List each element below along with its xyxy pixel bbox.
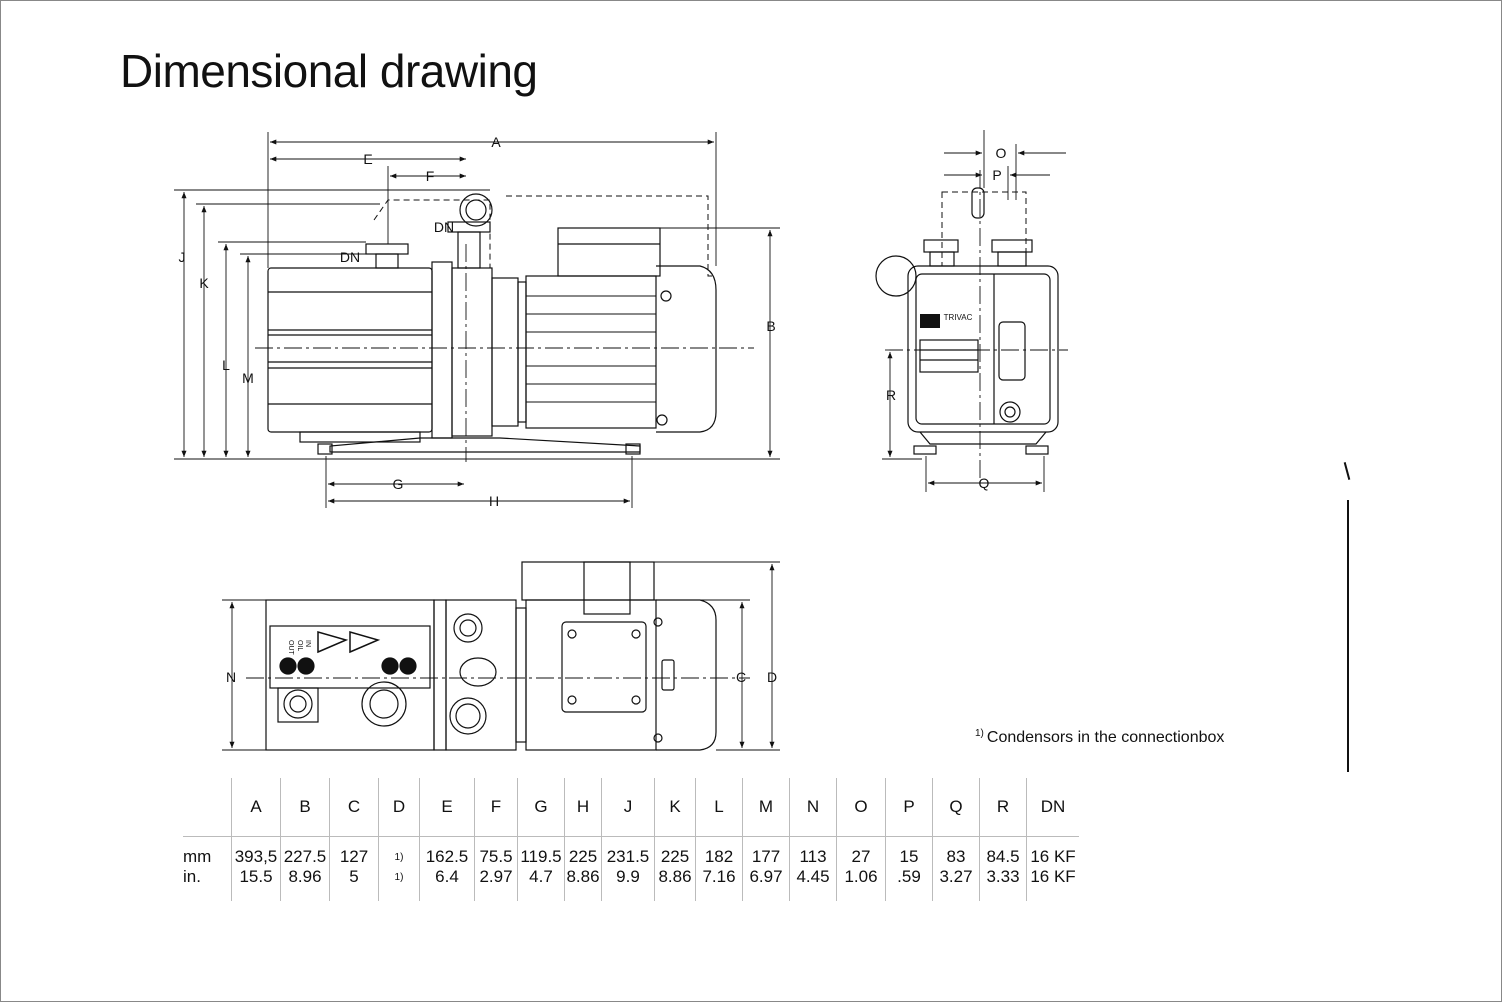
table-cell: 6.4 [419,867,475,901]
brand-label: TRIVAC [944,313,973,322]
table-cell: 1.06 [836,867,886,901]
table-header-cell: C [329,778,379,837]
table-cell: 119.5 [517,836,565,867]
dim-label-p: P [992,167,1001,183]
dim-label-r: R [886,387,896,403]
table-header-cell: H [564,778,602,837]
table-cell: 15 [885,836,933,867]
dim-label-f: F [426,168,435,184]
table-header-row: A B C D E F G H J K L M N O P Q R DN [183,778,1079,837]
table-cell: 16 KF [1026,836,1079,867]
table-cell: 225 [654,836,696,867]
table-header-cell: O [836,778,886,837]
side-view [174,132,780,508]
dn-label-1: DN [340,249,360,265]
table-header-cell: A [231,778,281,837]
table-cell: 9.9 [601,867,655,901]
table-header-cell: D [378,778,420,837]
margin-line [1347,500,1349,772]
table-cell: 7.16 [695,867,743,901]
table-cell: 2.97 [474,867,518,901]
footnote-marker: 1) [975,728,984,739]
table-cell: 27 [836,836,886,867]
dim-label-o: O [996,145,1007,161]
table-header-cell: J [601,778,655,837]
table-header-cell: G [517,778,565,837]
table-cell: 182 [695,836,743,867]
table-cell: 8.86 [564,867,602,901]
table-cell: 75.5 [474,836,518,867]
dim-label-e: E [363,151,372,167]
dim-label-g: G [393,476,404,492]
page-title: Dimensional drawing [120,45,538,97]
table-cell: 8.96 [280,867,330,901]
dim-label-l: L [222,357,230,373]
footnote: 1)Condensors in the connectionbox [975,728,1224,747]
top-view [222,561,780,751]
table-cell: 16 KF [1026,867,1079,901]
table-row-unit: mm [183,847,212,866]
table-cell: 393,5 [231,836,281,867]
dn-label-2: DN [434,219,454,235]
front-view [875,130,1068,492]
table-cell: 127 [329,836,379,867]
table-cell: 177 [742,836,790,867]
table-cell: 227.5 [280,836,330,867]
table-cell: 83 [932,836,980,867]
table-header-cell: M [742,778,790,837]
table-header-cell: B [280,778,330,837]
table-cell: 3.33 [979,867,1027,901]
table-row-mm: mm 393,5 227.5 127 1) 162.5 75.5 119.5 2… [183,836,1079,867]
dim-label-a: A [491,134,501,150]
table-cell: .59 [885,867,933,901]
table-cell: 84.5 [979,836,1027,867]
table-cell: 15.5 [231,867,281,901]
dim-label-n: N [226,669,236,685]
oil-label: OIL [296,640,303,651]
dim-label-j: J [179,249,186,265]
table-cell: 225 [564,836,602,867]
table-row-in: in. 15.5 8.96 5 1) 6.4 2.97 4.7 8.86 9.9… [183,867,1079,901]
table-header-cell: K [654,778,696,837]
dim-label-q: Q [979,475,990,491]
table-header-cell: N [789,778,837,837]
table-row-unit: in. [183,867,201,886]
table-header-cell: E [419,778,475,837]
table-header-cell: P [885,778,933,837]
table-header-cell: DN [1026,778,1079,837]
table-header-cell: L [695,778,743,837]
table-cell: 4.7 [517,867,565,901]
dim-label-c: C [736,669,746,685]
table-cell: 1) [378,867,420,901]
table-cell: 6.97 [742,867,790,901]
table-header-cell: R [979,778,1027,837]
table-cell: 8.86 [654,867,696,901]
footnote-text: Condensors in the connectionbox [986,729,1225,746]
dim-label-m: M [242,370,254,386]
table-header-cell: Q [932,778,980,837]
table-cell: 4.45 [789,867,837,901]
in-label: IN [304,640,311,647]
table-cell: 3.27 [932,867,980,901]
dimension-table: A B C D E F G H J K L M N O P Q R DN mm … [183,778,1079,901]
table-cell: 5 [329,867,379,901]
table-cell: 162.5 [419,836,475,867]
dim-label-d: D [767,669,777,685]
trivac-logo-icon [920,314,940,328]
table-header-cell: F [474,778,518,837]
table-header-corner [183,778,232,837]
dim-label-k: K [199,275,209,291]
table-cell: 113 [789,836,837,867]
dim-label-b: B [766,318,775,334]
table-cell: 231.5 [601,836,655,867]
out-label: OUT [287,640,294,656]
table-cell: 1) [378,836,420,867]
dim-label-h: H [489,493,499,509]
